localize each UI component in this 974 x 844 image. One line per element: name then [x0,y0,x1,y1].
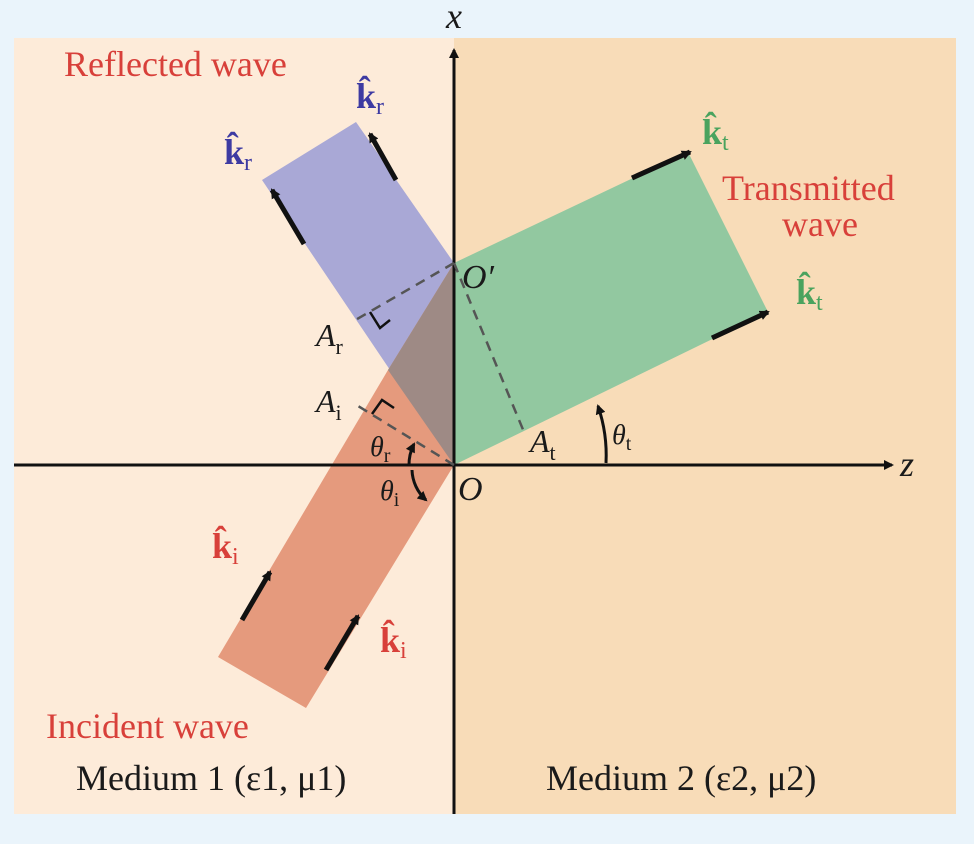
medium-2-region [454,38,956,814]
point-a-letter: A [314,383,336,419]
medium-1-label: Medium 1 (ε1, μ1) [76,758,346,798]
k-i-label-lower: k̂i [380,619,407,664]
origin-prime-label: O′ [462,259,495,296]
theta-r-arc [405,442,416,467]
x-axis-label: x [445,0,462,36]
reflected-wave-label: Reflected wave [64,44,287,84]
medium-2-label: Medium 2 (ε2, μ2) [546,758,816,798]
k-t-arrow-top [630,149,692,181]
k-hat-symbol: k̂ [224,131,244,172]
point-a-t-subscript: t [550,440,556,465]
theta-t-label: θt [612,420,632,455]
theta-r-subscript: r [384,445,391,467]
k-vector-arrows [239,132,770,672]
k-hat-symbol: k̂ [796,271,816,312]
transmitted-wave-label-line2: wave [782,204,858,244]
point-a-r-subscript: r [336,334,344,359]
theta-i-label: θi [380,476,400,511]
theta-t-subscript: t [626,433,632,455]
theta-i-arc [410,469,428,502]
point-a-t-label: At [528,423,556,465]
theta-r-label: θr [370,432,391,467]
k-i-subscript: i [400,638,407,664]
k-t-label-top: k̂t [702,111,729,156]
point-a-letter: A [314,317,336,353]
transmitted-wave-label-line1: Transmitted [722,168,895,208]
dashed-line-o-prime-ar [351,261,455,324]
k-r-subscript: r [244,150,252,176]
k-i-arrow-lower [323,614,361,672]
point-a-i-label: Ai [314,383,342,425]
z-axis-label: z [899,444,914,484]
origin-label: O [458,471,483,508]
k-r-subscript: r [376,94,384,120]
k-r-arrow-left [269,188,307,246]
point-a-i-subscript: i [336,400,342,425]
k-i-label-upper: k̂i [212,525,239,570]
k-hat-symbol: k̂ [702,111,722,152]
k-t-subscript: t [722,130,729,156]
dashed-line-o-ai [357,404,455,467]
theta-symbol: θ [370,432,384,463]
beam-overlap-region [388,263,454,465]
point-a-letter: A [528,423,550,459]
theta-symbol: θ [380,476,394,507]
k-t-arrow-right [710,309,770,341]
k-hat-symbol: k̂ [356,75,376,116]
k-r-arrow-top [367,132,399,182]
k-t-subscript: t [816,290,823,316]
dashed-line-o-prime-at [452,262,526,433]
theta-t-arc [595,404,608,464]
theta-symbol: θ [612,420,626,451]
k-r-label-left: k̂r [224,131,252,176]
k-i-arrow-upper [239,570,273,622]
theta-i-subscript: i [394,489,400,511]
k-hat-symbol: k̂ [212,525,232,566]
k-t-label-right: k̂t [796,271,823,316]
k-r-label-top: k̂r [356,75,384,120]
right-angle-marker-ai [370,398,395,415]
transmitted-wave-beam [454,152,768,465]
k-i-subscript: i [232,544,239,570]
k-hat-symbol: k̂ [380,619,400,660]
right-angle-marker-ar [368,311,391,330]
incident-wave-label: Incident wave [46,706,249,746]
point-a-r-label: Ar [314,317,344,359]
